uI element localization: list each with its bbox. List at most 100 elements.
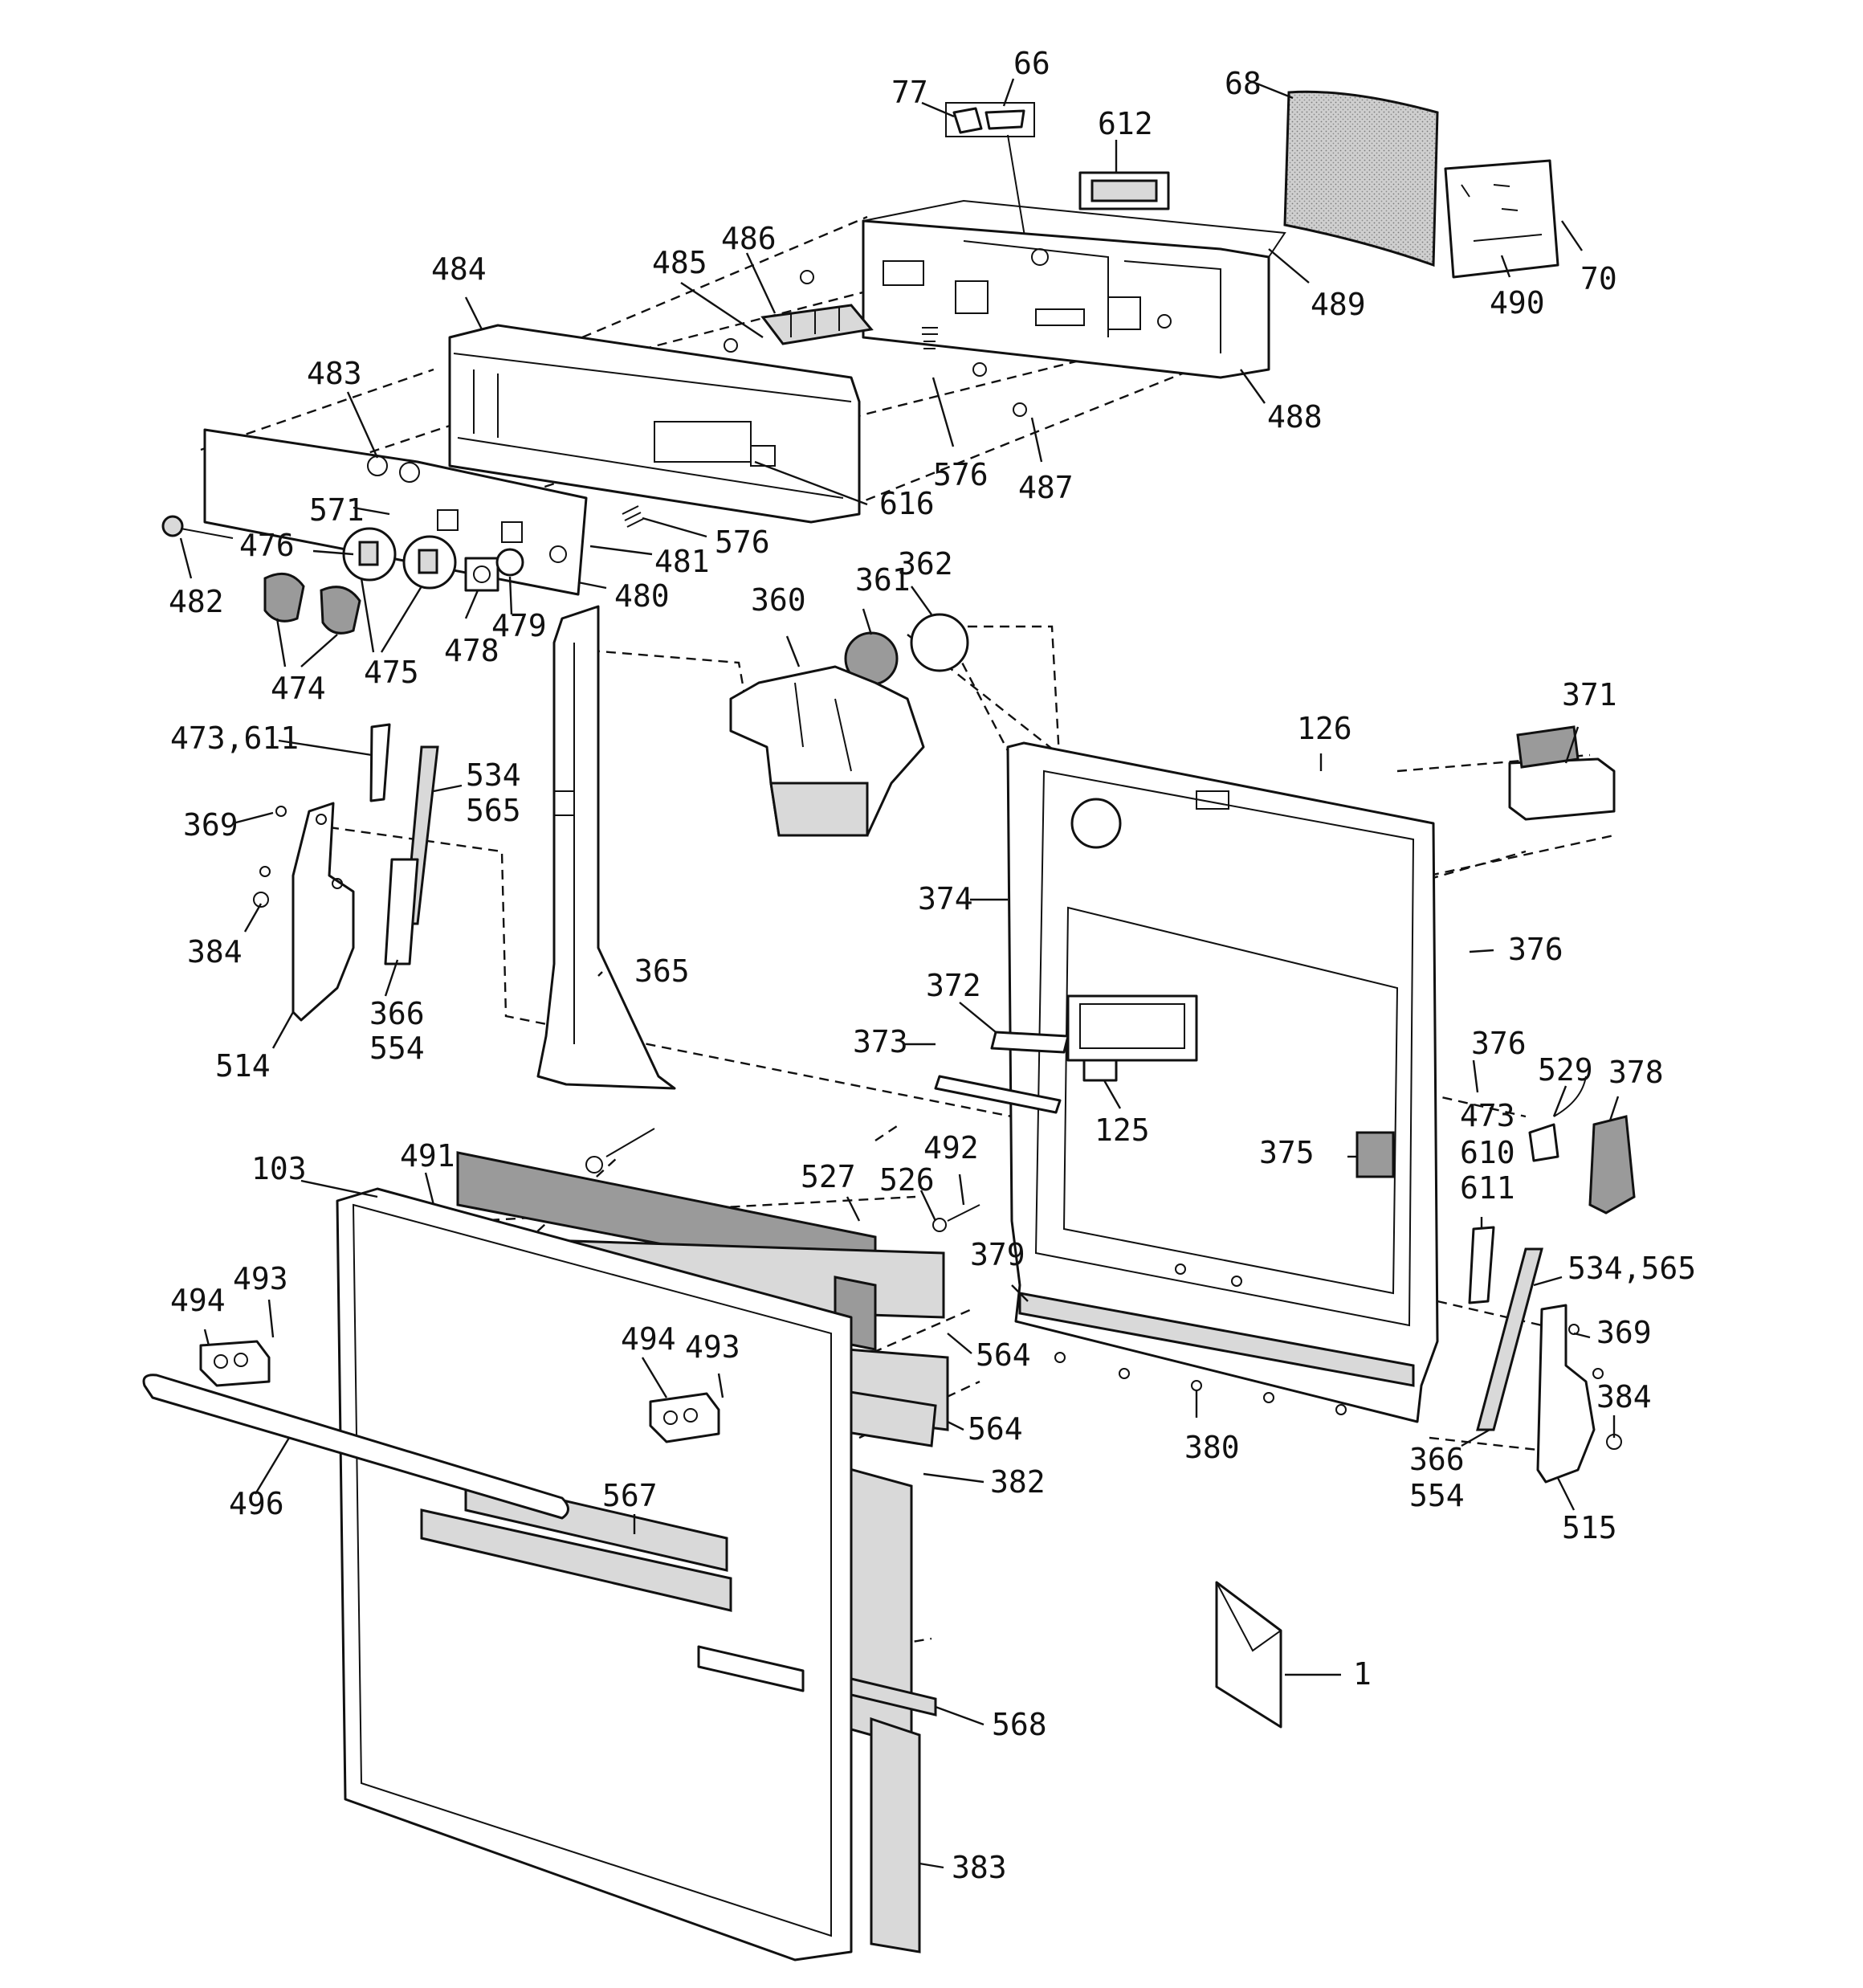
leader-lines — [179, 78, 1620, 1869]
label-490: 490 — [1490, 285, 1545, 320]
part-515-hinge-right — [1536, 1304, 1622, 1484]
label-554b: 554 — [1409, 1478, 1465, 1513]
part-365-door-strut — [536, 605, 676, 1090]
label-529: 529 — [1538, 1052, 1593, 1088]
part-486-push-button-bar — [760, 304, 874, 345]
label-534-565: 534,565 — [1567, 1251, 1696, 1286]
part-484-control-panel — [448, 324, 861, 524]
label-483: 483 — [307, 356, 362, 391]
part-492-526-screw — [585, 1128, 980, 1232]
part-478-479-parts — [464, 548, 524, 592]
label-485: 485 — [652, 245, 707, 280]
label-366a: 366 — [369, 996, 425, 1031]
part-378-529-latch-cover — [1528, 1076, 1636, 1214]
label-494a: 494 — [170, 1283, 226, 1318]
label-568: 568 — [992, 1707, 1047, 1742]
part-1-literature-packet — [1215, 1581, 1282, 1729]
label-564a: 564 — [976, 1337, 1031, 1373]
label-492: 492 — [923, 1130, 979, 1165]
label-369b: 369 — [1596, 1315, 1652, 1350]
label-376b: 376 — [1471, 1026, 1527, 1061]
part-474-knobs — [263, 572, 361, 635]
label-611b: 611 — [1460, 1170, 1515, 1206]
label-494b: 494 — [621, 1321, 676, 1357]
label-474: 474 — [271, 671, 326, 706]
part-labels: 66 77 68 612 70 490 489 486 485 484 483 … — [169, 46, 1696, 1885]
label-480: 480 — [614, 578, 670, 614]
label-382: 382 — [990, 1464, 1046, 1500]
label-567: 567 — [602, 1478, 658, 1513]
part-360-361-362-pump-assembly — [729, 613, 969, 837]
label-527: 527 — [801, 1159, 856, 1194]
part-568-rail — [850, 1677, 937, 1717]
part-514-hinge-left — [253, 802, 355, 1022]
part-371-latch — [1508, 725, 1616, 821]
part-496-handle — [142, 1374, 569, 1520]
label-372: 372 — [926, 968, 981, 1003]
label-478: 478 — [444, 633, 499, 668]
label-360: 360 — [751, 582, 806, 618]
part-488-control-housing — [862, 199, 1286, 379]
label-475: 475 — [364, 655, 419, 690]
label-612: 612 — [1098, 106, 1153, 141]
part-374-inner-door-panel — [1006, 741, 1439, 1423]
label-576a: 576 — [933, 457, 989, 492]
part-612-display-window — [1078, 171, 1170, 210]
part-482-screw — [161, 515, 234, 539]
label-515: 515 — [1562, 1510, 1617, 1545]
part-534-565-hinge-spring-right — [1476, 1247, 1543, 1431]
part-475-selector-switches — [342, 527, 457, 590]
label-564b: 564 — [968, 1411, 1023, 1447]
label-384b: 384 — [1596, 1379, 1652, 1414]
label-375: 375 — [1259, 1135, 1315, 1170]
label-383: 383 — [952, 1850, 1007, 1885]
label-514: 514 — [215, 1048, 271, 1084]
label-384a: 384 — [187, 934, 243, 970]
label-576b: 576 — [715, 525, 770, 560]
label-484: 484 — [431, 251, 487, 287]
label-486: 486 — [721, 221, 777, 256]
part-494-handle-mounts — [199, 1340, 720, 1443]
label-374: 374 — [918, 881, 973, 916]
label-373: 373 — [853, 1024, 908, 1059]
label-489: 489 — [1311, 287, 1366, 322]
part-372-373-125-vent-bracket — [934, 1031, 1118, 1114]
label-365: 365 — [634, 953, 690, 989]
part-480-control-plate — [203, 428, 588, 596]
label-366b: 366 — [1409, 1442, 1465, 1477]
label-554a: 554 — [369, 1031, 425, 1066]
label-361: 361 — [855, 562, 911, 598]
label-376a: 376 — [1508, 932, 1563, 967]
part-611-spacer-right — [1468, 1226, 1495, 1304]
label-473-611: 473,611 — [170, 720, 299, 756]
label-493b: 493 — [685, 1329, 740, 1365]
label-479: 479 — [491, 608, 547, 643]
label-616: 616 — [879, 486, 935, 521]
part-490-control-board — [1444, 159, 1559, 279]
label-379: 379 — [970, 1237, 1025, 1272]
label-362: 362 — [898, 546, 953, 582]
label-125: 125 — [1095, 1112, 1150, 1148]
label-369a: 369 — [183, 807, 238, 843]
label-526: 526 — [879, 1162, 935, 1198]
label-476: 476 — [239, 528, 295, 563]
label-482: 482 — [169, 584, 224, 619]
label-66: 66 — [1013, 46, 1050, 81]
label-565: 565 — [466, 793, 521, 828]
label-68: 68 — [1225, 66, 1262, 101]
label-571: 571 — [309, 492, 365, 528]
label-77: 77 — [891, 75, 928, 110]
label-491: 491 — [400, 1138, 455, 1174]
label-496: 496 — [229, 1486, 284, 1521]
part-534-565-hinge-spring-left — [384, 745, 439, 965]
part-473-611-spring — [369, 723, 391, 802]
label-610: 610 — [1460, 1135, 1515, 1170]
part-487-576-fasteners — [622, 270, 1027, 528]
label-380: 380 — [1184, 1430, 1240, 1465]
label-488: 488 — [1267, 399, 1323, 435]
label-371: 371 — [1562, 677, 1617, 712]
label-103: 103 — [251, 1151, 307, 1186]
label-70: 70 — [1580, 261, 1617, 296]
